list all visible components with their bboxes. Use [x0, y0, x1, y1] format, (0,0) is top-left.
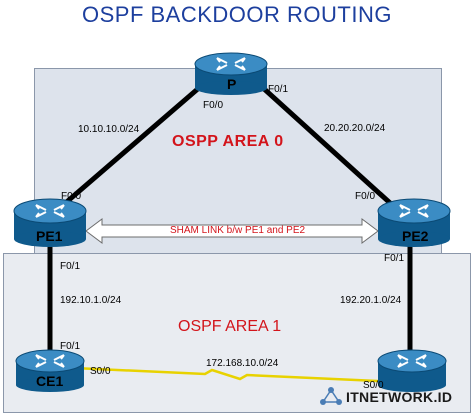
interface-label: S0/0	[90, 366, 111, 377]
router-p[interactable]: P	[193, 50, 269, 101]
router-icon	[377, 198, 451, 247]
router-pe1[interactable]: PE1	[12, 197, 88, 254]
router-pe1-label: PE1	[36, 228, 63, 244]
serial-link-ce1-ce2	[73, 366, 379, 383]
router-pe2-label: PE2	[402, 228, 429, 244]
router-icon	[13, 198, 87, 247]
router-ce1[interactable]: CE1	[14, 347, 86, 398]
link-p-pe2	[260, 85, 402, 214]
interface-label: F0/0	[61, 191, 82, 202]
router-p-label: P	[227, 76, 237, 92]
interface-label: F0/0	[355, 191, 376, 202]
watermark: ITNETWORK.ID	[346, 389, 453, 405]
router-ce1-label: CE1	[36, 373, 64, 389]
subnet-label: 10.10.10.0/24	[78, 124, 140, 135]
interface-label: F0/1	[268, 84, 289, 95]
subnet-label: 172.168.10.0/24	[206, 358, 279, 369]
interface-label: S0/0	[363, 380, 384, 391]
link-p-pe1	[53, 85, 202, 214]
router-icon	[194, 52, 268, 95]
subnet-label: 192.10.1.0/24	[60, 295, 122, 306]
router-ce2[interactable]	[376, 347, 448, 398]
diagram-title: OSPF BACKDOOR ROUTING	[82, 2, 392, 27]
sham-link-label: SHAM LINK b/w PE1 and PE2	[170, 225, 306, 236]
area-1-label: OSPF AREA 1	[178, 318, 282, 335]
interface-label: F0/1	[60, 341, 81, 352]
router-icon	[15, 349, 85, 392]
interface-label: F0/0	[203, 100, 224, 111]
router-pe2[interactable]: PE2	[376, 197, 452, 254]
router-icon	[377, 349, 447, 392]
subnet-label: 20.20.20.0/24	[324, 123, 386, 134]
subnet-label: 192.20.1.0/24	[340, 295, 402, 306]
area-0-label: OSPP AREA 0	[172, 133, 284, 150]
interface-label: F0/1	[384, 253, 405, 264]
interface-label: F0/1	[60, 261, 81, 272]
network-logo-icon	[320, 387, 342, 405]
